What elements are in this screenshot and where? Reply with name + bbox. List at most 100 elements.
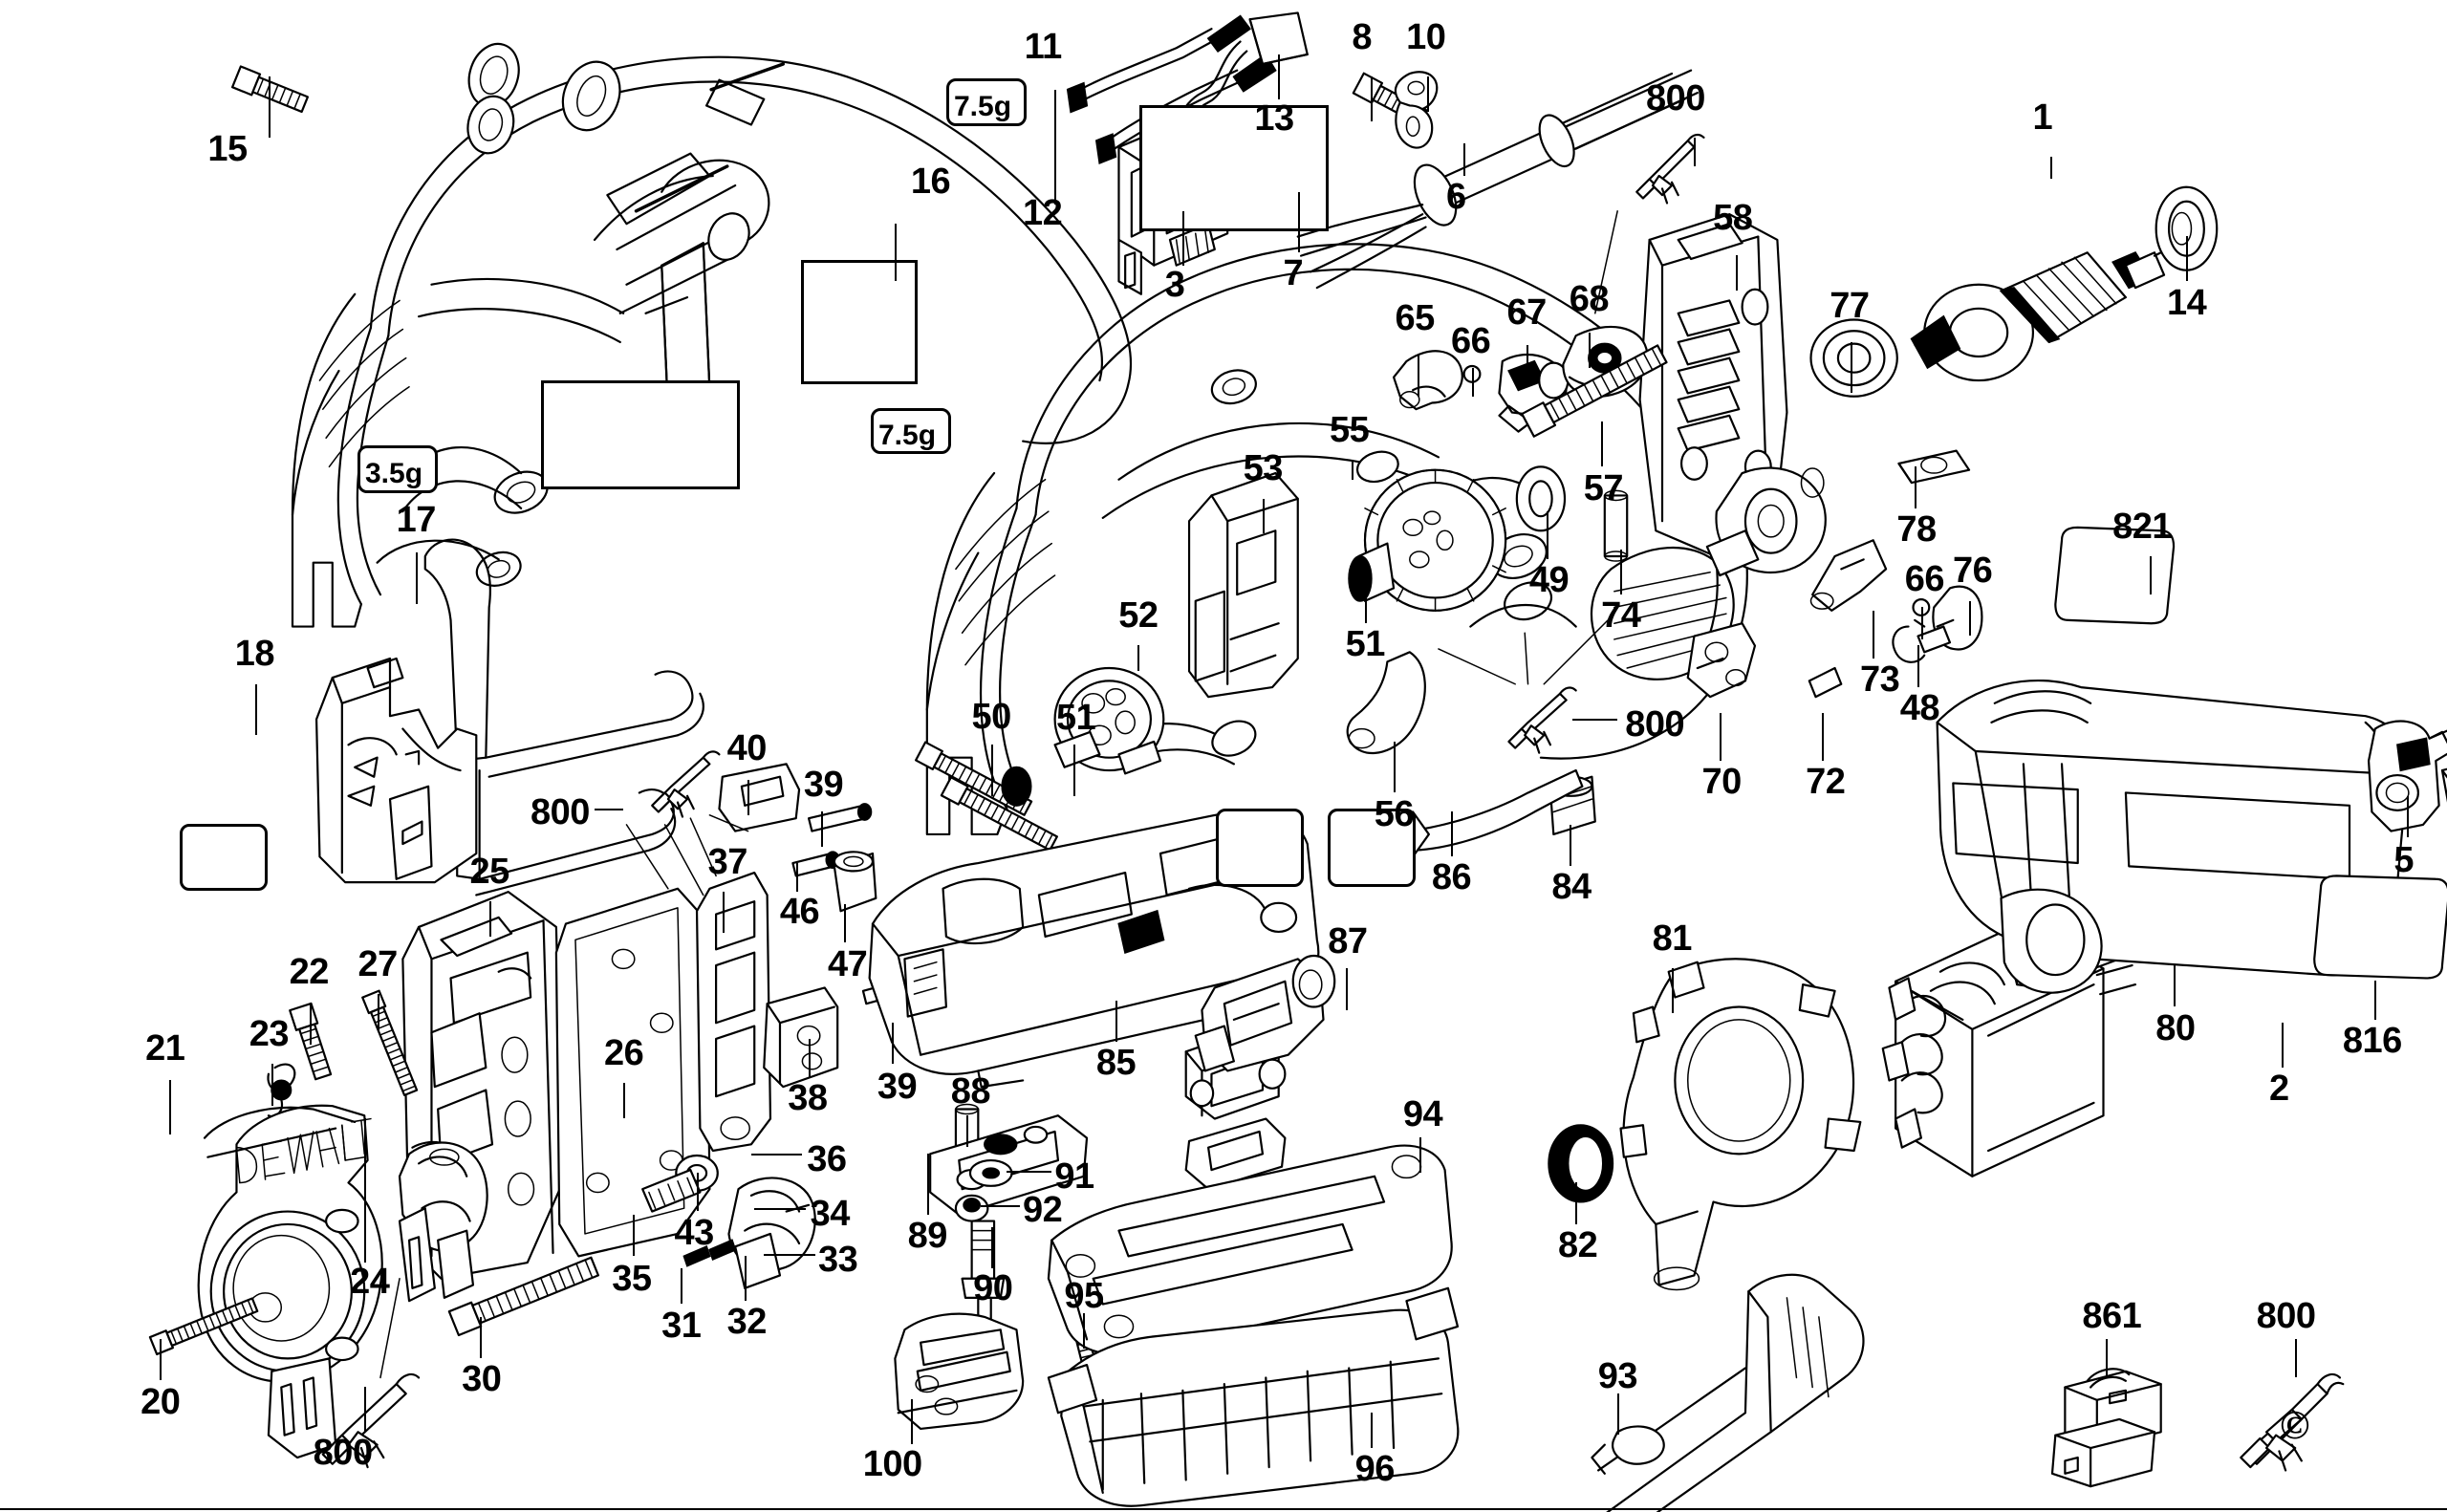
leader-line-55 — [1352, 460, 1354, 480]
part-callout-70: 70 — [1701, 762, 1742, 803]
part-callout-13: 13 — [1254, 98, 1294, 140]
pin-46 — [792, 852, 838, 875]
roller-block-36 — [1186, 1026, 1286, 1119]
leader-line-15 — [268, 76, 271, 138]
rail-37 — [697, 873, 770, 1151]
bushing-84 — [1550, 777, 1595, 834]
leader-line-20 — [160, 1338, 162, 1381]
part-callout-68: 68 — [1569, 279, 1610, 320]
leader-line-72 — [1821, 712, 1824, 761]
tool-case-icon-art — [2052, 1369, 2161, 1486]
part-callout-14: 14 — [2166, 282, 2207, 323]
leader-line-800 — [2294, 1338, 2297, 1378]
leader-line-2 — [2282, 1022, 2285, 1068]
power-cord-6 — [1298, 71, 1698, 288]
leader-line-84 — [1569, 824, 1571, 867]
leader-line-80 — [2173, 964, 2176, 1007]
part-callout-67: 67 — [1506, 292, 1548, 333]
motor-housing-80 — [1938, 680, 2408, 993]
roller-guide-87 — [1196, 956, 1334, 1070]
part-callout-76: 76 — [1952, 551, 1993, 592]
slider-53 — [1189, 473, 1298, 697]
group-52-contents — [914, 668, 1163, 854]
leader-line-24 — [364, 1118, 367, 1263]
leader-line-1 — [2049, 156, 2052, 180]
leader-line-87 — [1345, 968, 1348, 1010]
leader-line-7 — [1297, 191, 1300, 253]
copyright-symbol: © — [2280, 1404, 2310, 1448]
part-callout-66: 66 — [1450, 320, 1491, 361]
leader-line-816 — [2374, 981, 2377, 1020]
leader-line-48 — [1917, 645, 1920, 687]
leader-line-67 — [1526, 345, 1528, 387]
leader-line-56 — [1393, 741, 1396, 793]
bearing-77 — [1811, 320, 1897, 397]
part-callout-81: 81 — [1652, 918, 1693, 959]
leader-line-39 — [821, 811, 824, 848]
part-callout-8: 8 — [1352, 17, 1372, 58]
part-callout-23: 23 — [249, 1014, 290, 1055]
part-callout-7: 7 — [1283, 253, 1304, 294]
leader-line-93 — [1616, 1393, 1619, 1436]
part-callout-16: 16 — [910, 161, 951, 202]
part-callout-86: 86 — [1431, 857, 1472, 898]
brush-4 — [2442, 761, 2447, 806]
part-callout-800: 800 — [313, 1433, 373, 1474]
part-callout-56: 56 — [1374, 793, 1415, 834]
screw-27 — [360, 989, 421, 1098]
leader-line-31 — [681, 1268, 683, 1305]
trigger-24 — [400, 1142, 487, 1301]
dust-nozzle-93 — [1470, 1275, 1863, 1512]
part-callout-53: 53 — [1243, 448, 1284, 489]
part-callout-66: 66 — [1904, 558, 1945, 599]
part-callout-80: 80 — [2155, 1007, 2196, 1048]
leader-line-22 — [310, 1003, 313, 1046]
part-callout-27: 27 — [357, 943, 398, 984]
leader-line-30 — [479, 1316, 482, 1359]
leader-line-47 — [843, 904, 846, 943]
sheet-bottom-rule — [0, 1508, 2447, 1510]
leader-line-14 — [2186, 236, 2189, 282]
part-callout-22: 22 — [289, 952, 330, 993]
leader-line-100 — [910, 1399, 913, 1445]
part-callout-816: 816 — [2342, 1020, 2402, 1061]
cover-plate-94 — [1049, 1146, 1452, 1354]
screw-50-b — [940, 775, 1060, 854]
lever-73 — [1811, 540, 1887, 611]
part-callout-33: 33 — [817, 1239, 858, 1280]
leader-line-94 — [1418, 1137, 1421, 1174]
leader-line-26 — [623, 1083, 625, 1119]
screw-20 — [148, 1294, 260, 1356]
leader-line-85 — [1115, 1000, 1117, 1042]
part-callout-2: 2 — [2268, 1069, 2289, 1110]
leader-line-39 — [891, 1022, 894, 1065]
grease-amount-label: 3.5g — [365, 458, 423, 489]
part-callout-58: 58 — [1713, 197, 1753, 238]
gear-group-frame — [801, 260, 918, 384]
pin-39-b — [863, 980, 906, 1004]
leader-line-66 — [1471, 367, 1474, 397]
grease-box-3_5g: 3.5g — [357, 445, 438, 493]
pad-34 — [1186, 1119, 1286, 1190]
part-callout-89: 89 — [907, 1215, 948, 1256]
cam-67 — [1499, 355, 1568, 432]
circlip-48 — [1893, 620, 1924, 662]
pad-33 — [1192, 1192, 1291, 1263]
leader-line-70 — [1719, 712, 1722, 761]
part-callout-800: 800 — [1645, 77, 1705, 119]
leader-line-38 — [808, 1038, 811, 1077]
blade-clamp-32 — [728, 1177, 814, 1287]
part-callout-26: 26 — [603, 1033, 644, 1074]
leader-line-73 — [1873, 610, 1875, 659]
part-callout-21: 21 — [145, 1028, 185, 1069]
armature-1 — [1912, 243, 2180, 380]
part-callout-800: 800 — [1625, 703, 1685, 745]
part-callout-51: 51 — [1345, 624, 1386, 665]
part-callout-52: 52 — [1118, 595, 1159, 637]
leader-line-35 — [633, 1214, 636, 1257]
leader-line-52 — [1137, 645, 1140, 672]
leader-line-12 — [1054, 140, 1057, 195]
part-callout-91: 91 — [1054, 1156, 1094, 1198]
part-callout-73: 73 — [1859, 659, 1900, 701]
